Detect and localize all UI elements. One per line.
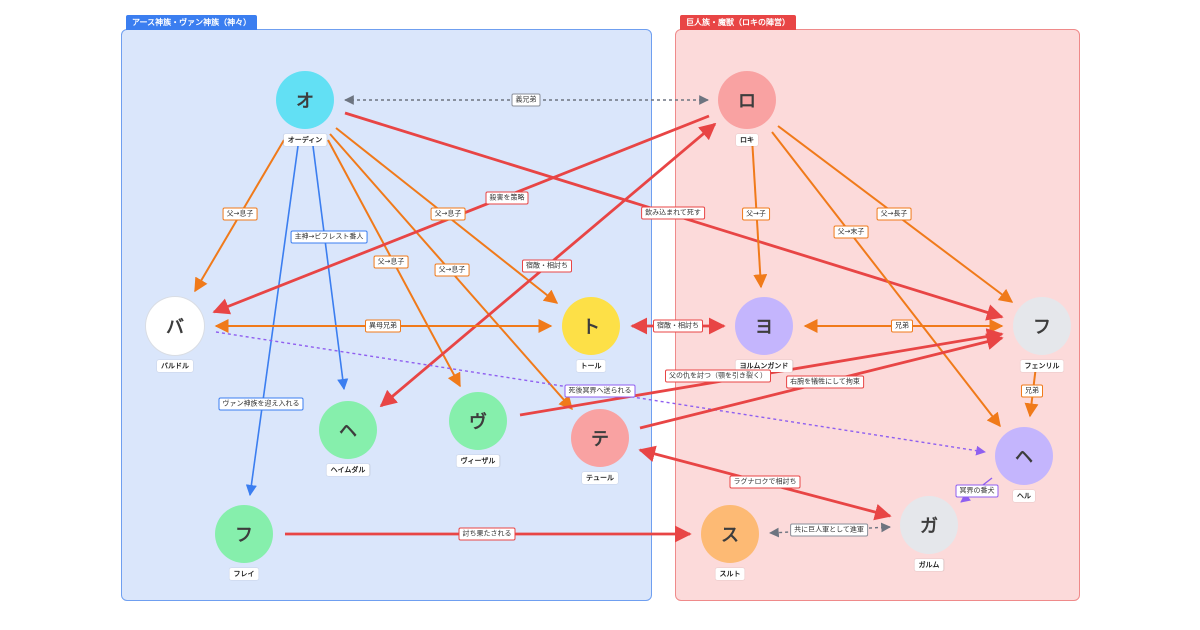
edge-label-tyr-fenrir: 右腕を犠牲にして拘束 — [786, 375, 864, 389]
edge-baldr-hel — [215, 331, 986, 456]
node-glyph: フ — [1033, 317, 1051, 338]
node-glyph: バ — [166, 317, 184, 338]
edge-label-loki-heimdall: 宿敵・相討ち — [522, 259, 572, 273]
node-glyph: ヨ — [755, 317, 773, 338]
edge-label-tyr-garmr: ラグナロクで相討ち — [729, 475, 801, 489]
edge-loki-hel — [771, 131, 1001, 428]
edge-odin-freyr — [245, 145, 299, 497]
node-label-tyr: テュール — [582, 472, 618, 484]
edge-label-loki-jormungandr: 父→子 — [742, 207, 770, 221]
node-hel[interactable]: ヘ — [995, 427, 1053, 485]
node-tyr[interactable]: テ — [571, 409, 629, 467]
node-glyph: テ — [591, 429, 609, 450]
node-label-garmr: ガルム — [914, 559, 944, 571]
node-jormungandr[interactable]: ヨ — [735, 297, 793, 355]
node-fenrir[interactable]: フ — [1013, 297, 1071, 355]
node-odin[interactable]: オ — [276, 71, 334, 129]
edge-label-thor-jormungandr: 宿敵・相討ち — [653, 319, 703, 333]
node-thor[interactable]: ト — [562, 297, 620, 355]
node-heimdall[interactable]: ヘ — [319, 401, 377, 459]
node-glyph: ガ — [920, 516, 938, 537]
node-label-odin: オーディン — [283, 134, 327, 146]
node-glyph: ス — [721, 525, 739, 546]
node-freyr[interactable]: フ — [215, 505, 273, 563]
node-glyph: ロ — [738, 91, 756, 112]
edge-label-jormungandr-fenrir: 兄弟 — [891, 319, 913, 333]
edge-label-odin-vidar: 父→息子 — [373, 255, 409, 269]
node-label-freyr: フレイ — [229, 568, 259, 580]
node-label-thor: トール — [576, 360, 606, 372]
node-label-baldr: バルドル — [157, 360, 193, 372]
edge-label-fenrir-hel: 兄弟 — [1021, 384, 1043, 398]
edge-label-odin-baldr: 父→息子 — [222, 207, 258, 221]
node-label-heimdall: ヘイムダル — [326, 464, 370, 476]
edge-label-baldr-hel: 死後冥界へ送られる — [564, 384, 636, 398]
edge-label-freyr-surtr: 討ち果たされる — [458, 527, 516, 541]
node-loki[interactable]: ロ — [718, 71, 776, 129]
edge-label-loki-baldr: 殺害を策略 — [485, 191, 529, 205]
node-label-loki: ロキ — [736, 134, 758, 146]
node-glyph: ヘ — [339, 421, 357, 442]
node-glyph: オ — [296, 91, 314, 112]
node-glyph: フ — [235, 525, 253, 546]
group-label-giants-beasts: 巨人族・魔獣（ロキの陣営） — [680, 15, 796, 30]
edge-label-hel-garmr: 冥界の番犬 — [955, 484, 999, 498]
node-baldr[interactable]: バ — [146, 297, 204, 355]
edge-label-odin-heimdall: 主神→ビフレスト番人 — [290, 230, 368, 244]
node-surtr[interactable]: ス — [701, 505, 759, 563]
edge-label-odin-tyr: 父→息子 — [434, 263, 470, 277]
edge-label-garmr-surtr: 共に巨人軍として進軍 — [790, 523, 868, 537]
edge-label-loki-hel: 父→末子 — [833, 225, 869, 239]
node-glyph: ト — [582, 317, 600, 338]
node-label-fenrir: フェンリル — [1020, 360, 1064, 372]
node-label-surtr: スルト — [715, 568, 745, 580]
edge-label-odin-freyr: ヴァン神族を迎え入れる — [218, 397, 304, 411]
group-label-aesir-vanir: アース神族・ヴァン神族（神々） — [126, 15, 258, 30]
edge-label-vidar-fenrir: 父の仇を討つ（顎を引き裂く） — [665, 369, 771, 383]
edge-label-loki-fenrir: 父→長子 — [876, 207, 912, 221]
node-glyph: ヴ — [469, 412, 487, 433]
node-label-vidar: ヴィーザル — [456, 455, 500, 467]
node-label-hel: ヘル — [1013, 490, 1035, 502]
edge-label-baldr-thor: 異母兄弟 — [365, 319, 401, 333]
edge-label-odin-loki: 義兄弟 — [511, 93, 541, 107]
node-garmr[interactable]: ガ — [900, 496, 958, 554]
edge-label-odin-fenrir: 飲み込まれて死す — [641, 206, 705, 220]
edge-label-odin-thor: 父→息子 — [430, 207, 466, 221]
node-label-jormungandr: ヨルムンガンド — [735, 360, 793, 372]
node-glyph: ヘ — [1015, 447, 1033, 468]
node-vidar[interactable]: ヴ — [449, 392, 507, 450]
